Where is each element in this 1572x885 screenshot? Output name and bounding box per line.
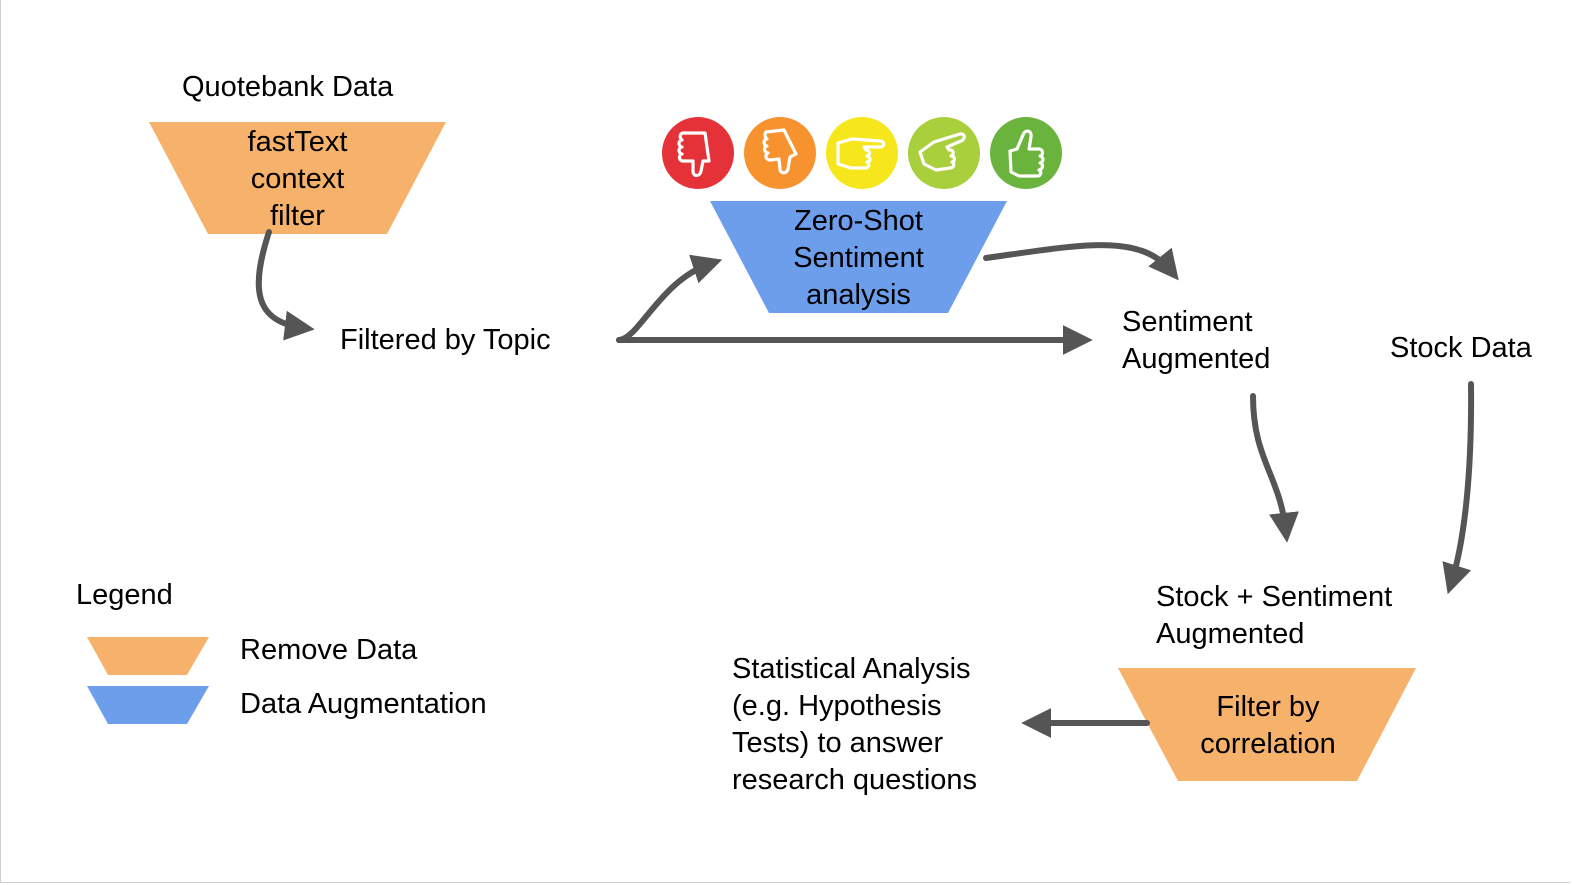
filtered-by-topic-label: Filtered by Topic xyxy=(340,324,551,356)
fasttext-filter-shape xyxy=(149,122,446,234)
fasttext-filter-label: fastText context filter xyxy=(247,126,348,232)
legend-augment-swatch xyxy=(87,686,209,724)
arrow-filter-to-topic xyxy=(255,229,315,341)
stock-sentiment-augmented-label: Stock + Sentiment Augmented xyxy=(1156,581,1393,650)
legend-remove-swatch xyxy=(87,637,209,675)
sentiment-icons xyxy=(662,117,1062,189)
arrow-topic-to-zeroshot xyxy=(616,254,723,343)
sentiment-augmented-label: Sentiment Augmented xyxy=(1122,306,1271,375)
stock-data-label: Stock Data xyxy=(1390,332,1532,364)
filter-by-correlation-label: Filter by correlation xyxy=(1200,691,1336,760)
zero-shot-label: Zero-Shot Sentiment analysis xyxy=(793,205,924,311)
thumbs-down-icon xyxy=(744,117,816,189)
arrow-stock-to-stock-sentiment xyxy=(1442,381,1475,595)
statistical-analysis-label: Statistical Analysis (e.g. Hypothesis Te… xyxy=(732,653,978,796)
thumbs-down-strong-icon xyxy=(662,117,734,189)
filter-correlation-shape xyxy=(1118,668,1416,781)
legend-title: Legend xyxy=(76,579,173,611)
thumbs-up-icon xyxy=(990,117,1062,189)
zero-shot-shape xyxy=(710,201,1007,313)
arrow-sentiment-to-stock-sentiment xyxy=(1250,393,1299,543)
legend-augment-label: Data Augmentation xyxy=(240,688,487,720)
arrow-zeroshot-to-sentiment xyxy=(983,242,1179,281)
hand-point-neutral-icon xyxy=(826,117,898,189)
quotebank-data-label: Quotebank Data xyxy=(182,71,394,103)
legend-remove-label: Remove Data xyxy=(240,634,418,666)
